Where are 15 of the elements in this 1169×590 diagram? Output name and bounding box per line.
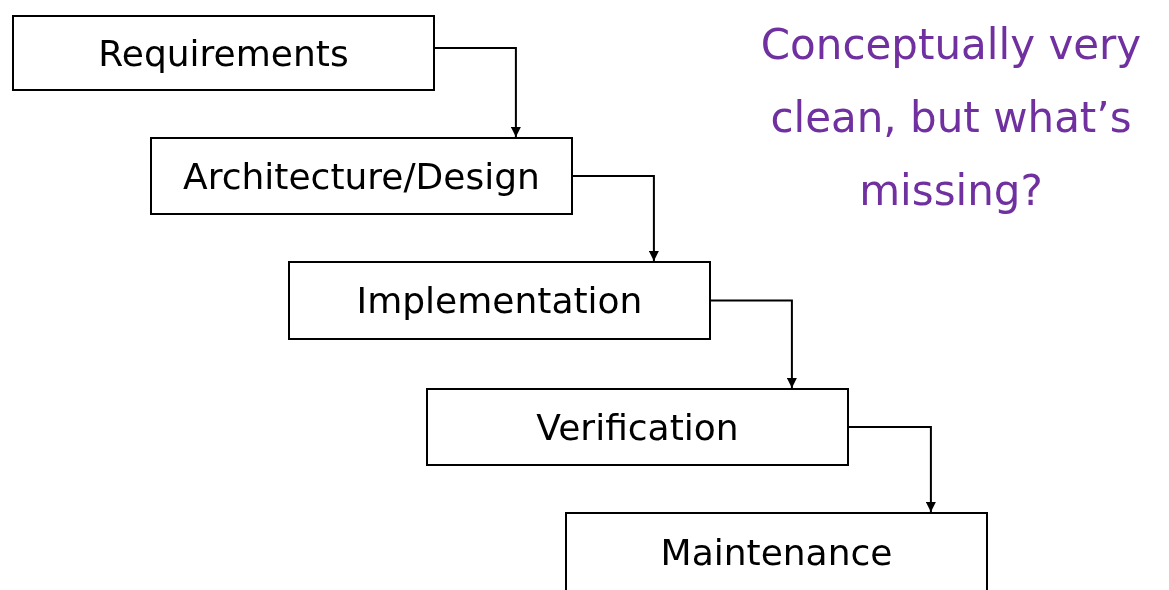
annotation-text: Conceptually very clean, but what’s missing? <box>759 19 1143 217</box>
connector-arrow <box>572 175 659 262</box>
box-label: Verification <box>536 406 739 448</box>
process-box <box>565 512 988 590</box>
connector-arrow <box>710 299 797 389</box>
connector-arrow <box>848 426 936 513</box>
box-label: Maintenance <box>660 531 893 573</box>
process-box <box>426 388 849 466</box>
process-box <box>288 261 711 340</box>
box-label: Architecture/Design <box>183 155 540 197</box>
box-label: Requirements <box>98 32 349 74</box>
process-box <box>150 137 573 215</box>
box-label: Implementation <box>356 280 643 321</box>
process-box <box>12 15 435 91</box>
connector-arrow <box>434 47 521 138</box>
